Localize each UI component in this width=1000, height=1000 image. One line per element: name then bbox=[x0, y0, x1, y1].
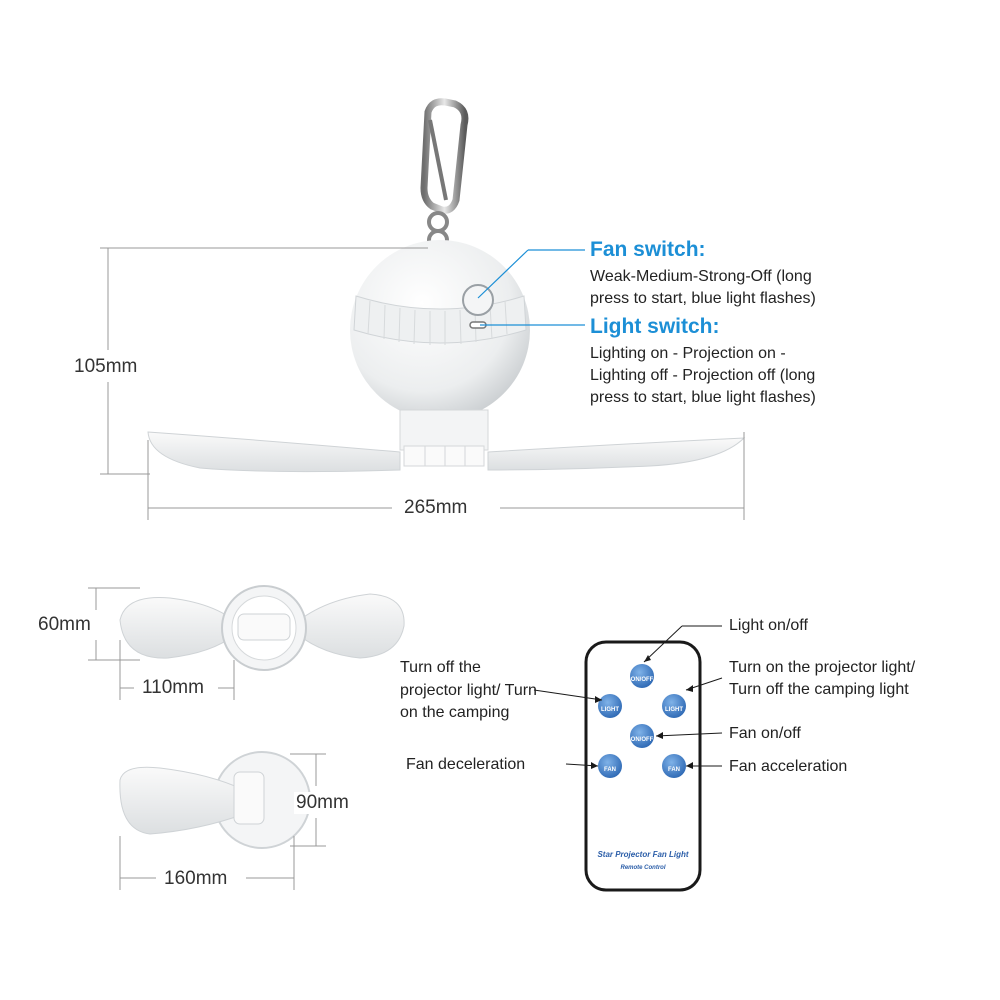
dim-width-small: 110mm bbox=[140, 677, 206, 699]
btn-label-light-onoff: ON/OFF bbox=[631, 677, 654, 683]
remote-button-fan-decel bbox=[598, 754, 622, 778]
callout-light-onoff: Light on/off bbox=[729, 617, 808, 634]
btn-label-fan-up: FAN bbox=[668, 767, 680, 773]
callout-projector-on-1: Turn on the projector light/ bbox=[729, 659, 916, 676]
callout-projector-on-2: Turn off the camping light bbox=[729, 681, 909, 698]
remote-brand-line2: Remote Control bbox=[621, 865, 666, 871]
fan-switch-desc-1: Weak-Medium-Strong-Off (long bbox=[590, 268, 812, 285]
light-switch-title: Light switch: bbox=[590, 315, 720, 338]
dim-width-main: 265mm bbox=[402, 497, 470, 519]
dim-height-small: 60mm bbox=[36, 614, 93, 636]
btn-label-fan-onoff: ON/OFF bbox=[631, 737, 654, 743]
callout-projector-off-1: Turn off the bbox=[400, 659, 481, 676]
callout-fan-onoff: Fan on/off bbox=[729, 725, 801, 742]
small-fan-front-view bbox=[119, 585, 405, 671]
remote-button-light-onoff bbox=[630, 664, 654, 688]
remote-callout-arrows bbox=[591, 655, 693, 769]
remote-control: ON/OFF LIGHT LIGHT ON/OFF FAN FAN Star P… bbox=[584, 640, 702, 892]
remote-button-projector-off bbox=[598, 694, 622, 718]
callout-fan-decel: Fan deceleration bbox=[406, 756, 526, 773]
remote-button-fan-accel bbox=[662, 754, 686, 778]
callout-fan-accel: Fan acceleration bbox=[729, 758, 848, 775]
light-switch-desc-2: Lighting off - Projection off (long bbox=[590, 367, 816, 384]
dim-width-side: 160mm bbox=[162, 868, 230, 890]
remote-button-fan-onoff bbox=[630, 724, 654, 748]
dimension-lines-side bbox=[119, 753, 326, 890]
btn-label-light-right: LIGHT bbox=[665, 707, 683, 713]
light-switch-desc-3: press to start, blue light flashes) bbox=[590, 389, 816, 406]
btn-label-light-left: LIGHT bbox=[601, 707, 619, 713]
btn-label-fan-down: FAN bbox=[604, 767, 616, 773]
callout-projector-off-3: on the camping bbox=[400, 704, 510, 721]
switch-callout-lines bbox=[477, 249, 585, 326]
remote-brand-line1: Star Projector Fan Light bbox=[597, 850, 688, 859]
dimension-lines-small bbox=[88, 587, 235, 700]
callout-projector-off-2: projector light/ Turn bbox=[400, 682, 537, 699]
fan-switch-desc-2: press to start, blue light flashes) bbox=[590, 290, 816, 307]
dim-height-side: 90mm bbox=[294, 792, 351, 814]
main-fan-illustration bbox=[147, 98, 746, 473]
fan-switch-title: Fan switch: bbox=[590, 238, 706, 261]
small-fan-side-view bbox=[119, 751, 311, 849]
dimension-lines-main bbox=[100, 247, 745, 520]
light-switch-desc-1: Lighting on - Projection on - bbox=[590, 345, 786, 362]
remote-button-projector-on bbox=[662, 694, 686, 718]
dim-height-main: 105mm bbox=[72, 356, 140, 378]
